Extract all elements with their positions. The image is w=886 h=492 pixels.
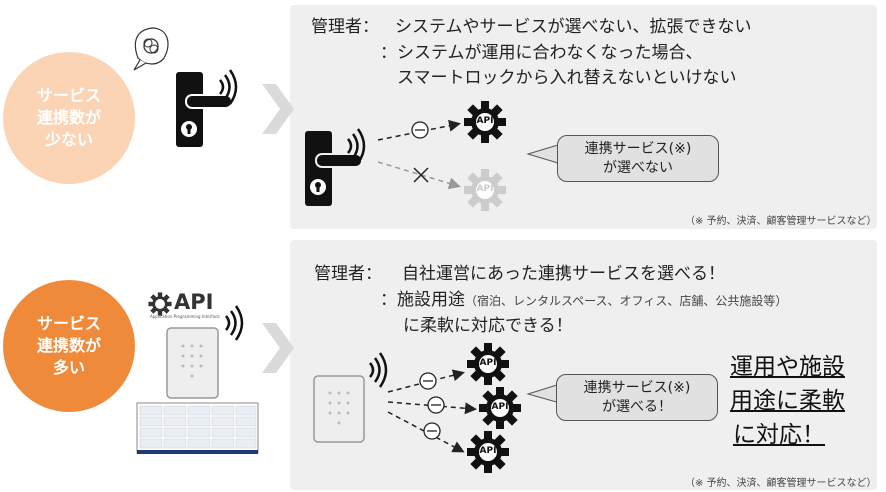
bottom-line-2-main: ：施設用途: [380, 290, 465, 310]
top-panel: [290, 5, 877, 229]
connection-arrows-multi: [387, 369, 477, 453]
emphasis-line-3: に対応！: [733, 422, 825, 448]
top-admin-label: 管理者：: [311, 17, 379, 37]
bottom-admin-label: 管理者：: [314, 264, 382, 284]
api-gear-label-top: API: [476, 116, 494, 126]
api-logo-text: API: [174, 290, 214, 314]
bottom-callout: 連携サービス(※) が選べる！: [556, 374, 718, 421]
bottom-panel: [290, 240, 877, 490]
bottom-footnote: （※ 予約、決済、顧客管理サービスなど）: [685, 478, 877, 489]
api-logo-gear-icon: [148, 292, 172, 316]
api-gear-label-1: API: [479, 358, 497, 368]
top-line-1: システムやサービスが選べない、拡張できない: [395, 17, 752, 37]
keypad-lock-icon: [166, 305, 244, 399]
emphasis-line-1: 運用や施設: [730, 354, 845, 380]
many-integrations-circle: サービス 連携数が 多い: [3, 280, 135, 412]
bottom-line-3: に柔軟に対応できる！: [403, 316, 573, 336]
connection-arrow-blocked: [377, 161, 461, 190]
api-logo-subtitle: Application Programming Interface: [150, 314, 220, 319]
smart-lock-icon: [176, 69, 238, 147]
services-grid-thumbnail: [136, 402, 259, 454]
api-gear-label-disabled: API: [476, 184, 494, 194]
api-gear-label-2: API: [491, 402, 509, 412]
bottom-line-1: 自社運営にあった連携サービスを選べる！: [402, 264, 725, 284]
top-line-2: ：システムが運用に合わなくなった場合、: [380, 43, 703, 63]
chevron-arrow-top: [262, 84, 294, 134]
bottom-line-2: ：施設用途（宿泊、レンタルスペース、オフィス、店舗、公共施設等）: [380, 285, 787, 310]
api-gear-label-3: API: [479, 446, 497, 456]
emphasis-line-2: 用途に柔軟: [730, 388, 845, 414]
connection-arrow-ok: [377, 119, 461, 141]
smart-lock-icon-panel: [305, 128, 366, 206]
top-line-3: スマートロックから入れ替えないといけない: [397, 68, 737, 88]
keypad-lock-icon-panel: [313, 352, 388, 443]
few-integrations-circle: サービス 連携数が 少ない: [3, 52, 135, 184]
bottom-line-2-detail: （宿泊、レンタルスペース、オフィス、店舗、公共施設等）: [465, 294, 788, 308]
top-footnote: （※ 予約、決済、顧客管理サービスなど）: [685, 216, 877, 227]
thought-bubble-icon: [133, 27, 169, 71]
chevron-arrow-bottom: [262, 323, 294, 373]
top-callout: 連携サービス(※) が選べない: [557, 135, 719, 182]
